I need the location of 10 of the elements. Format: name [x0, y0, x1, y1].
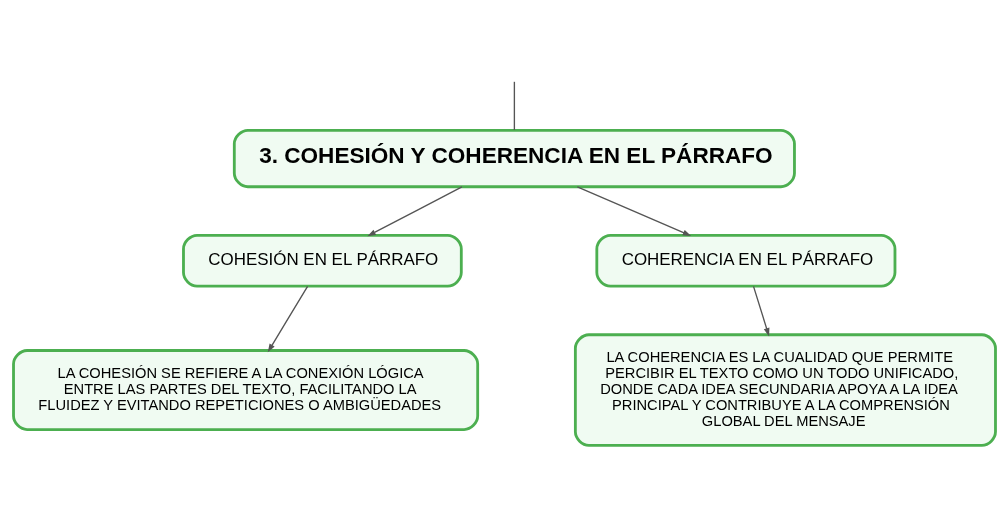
connector — [513, 81, 515, 131]
arrow — [366, 186, 463, 237]
node-box: LA COHERENCIA ES LA CUALIDAD QUE PERMITE PERCIBIR EL TEXTO COMO UN TODO UNIFICADO, DONDE CADA IDEA SECUNDARIA APOYA A LA IDEA PRINCIPAL Y CONTRIBUYE A LA COMPRENSIÓN GLOBAL DEL MENSAJE — [573, 333, 997, 447]
arrow — [752, 285, 769, 337]
arrow — [267, 285, 308, 353]
arrow — [576, 186, 691, 236]
node-box: COHESIÓN EN EL PÁRRAFO — [181, 233, 463, 288]
node-box: COHERENCIA EN EL PÁRRAFO — [594, 233, 896, 288]
node-box: 3. COHESIÓN Y COHERENCIA EN EL PÁRRAFO — [232, 128, 796, 189]
node-box: LA COHESIÓN SE REFIERE A LA CONEXIÓN LÓGICA ENTRE LAS PARTES DEL TEXTO, FACILITANDO LA FLUIDEZ Y EVITANDO REPETICIONES O AMBIGÜEDADES — [11, 349, 479, 431]
